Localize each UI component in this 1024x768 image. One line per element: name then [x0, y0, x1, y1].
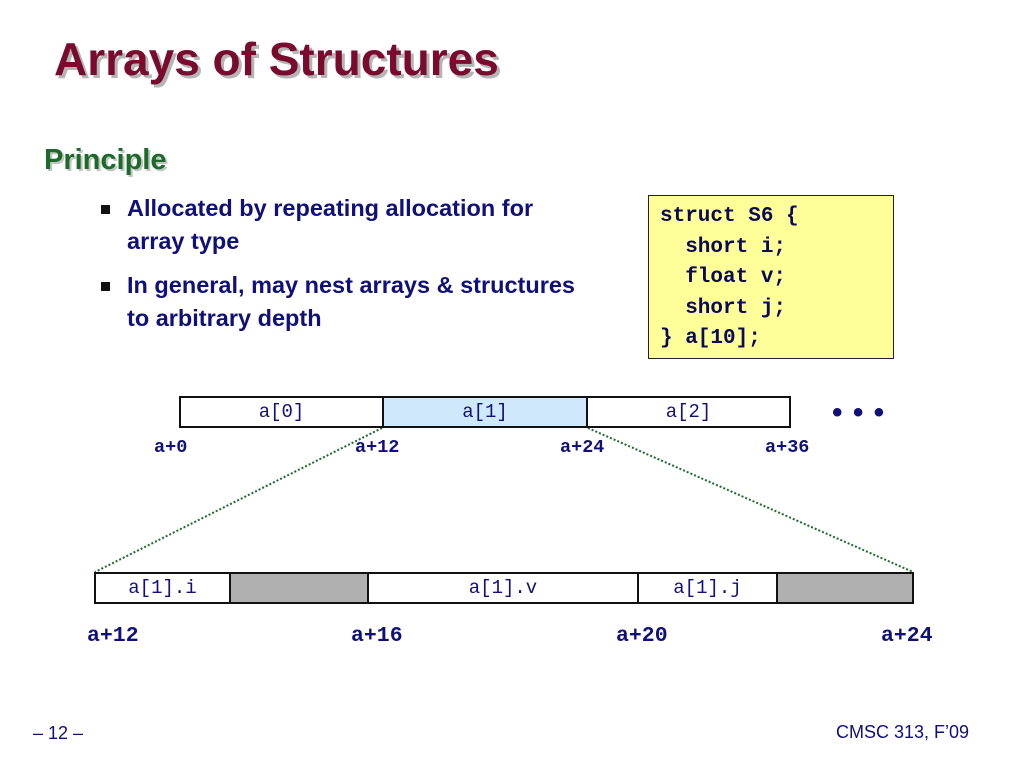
code-line: } a[10];	[660, 327, 761, 350]
padding-block	[776, 572, 914, 604]
section-heading: Principle	[44, 144, 167, 176]
square-bullet-icon	[101, 282, 110, 291]
struct-offset-label: a+24	[881, 624, 933, 648]
course-label: CMSC 313, F’09	[836, 722, 970, 742]
array-offset-label: a+24	[560, 437, 605, 458]
code-line: float v;	[660, 266, 787, 289]
bullet-text: In general, may nest arrays & structures…	[127, 272, 576, 331]
struct-offset-label: a+20	[616, 624, 668, 648]
array-offset-label: a+36	[765, 437, 810, 458]
code-line: struct S6 {	[660, 205, 799, 228]
struct-offset-label: a+16	[351, 624, 403, 648]
bullet-text: Allocated by repeating allocation for ar…	[127, 195, 534, 254]
code-line: short j;	[660, 296, 787, 320]
bullet-list: Allocated by repeating allocation for ar…	[100, 192, 580, 346]
struct-code-box: struct S6 { short i; float v; short j; }…	[648, 195, 894, 359]
slide-title: Arrays of Structures	[54, 33, 499, 85]
zoom-line-left	[94, 427, 383, 573]
array-element-2: a[2]	[586, 396, 791, 428]
array-element-1: a[1]	[382, 396, 588, 428]
field-j: a[1].j	[637, 572, 778, 604]
code-line: short i;	[660, 235, 787, 259]
zoom-line-right	[587, 427, 914, 573]
bullet-item: Allocated by repeating allocation for ar…	[100, 192, 580, 258]
array-element-0: a[0]	[179, 396, 384, 428]
array-offset-label: a+0	[154, 437, 188, 458]
field-i: a[1].i	[94, 572, 231, 604]
square-bullet-icon	[101, 205, 110, 214]
struct-offset-label: a+12	[87, 624, 139, 648]
field-v: a[1].v	[367, 572, 639, 604]
bullet-item: In general, may nest arrays & structures…	[100, 269, 580, 335]
page-number: – 12 –	[33, 723, 84, 743]
padding-block	[229, 572, 369, 604]
ellipsis-indicator: • • •	[832, 396, 886, 429]
array-offset-label: a+12	[355, 437, 400, 458]
